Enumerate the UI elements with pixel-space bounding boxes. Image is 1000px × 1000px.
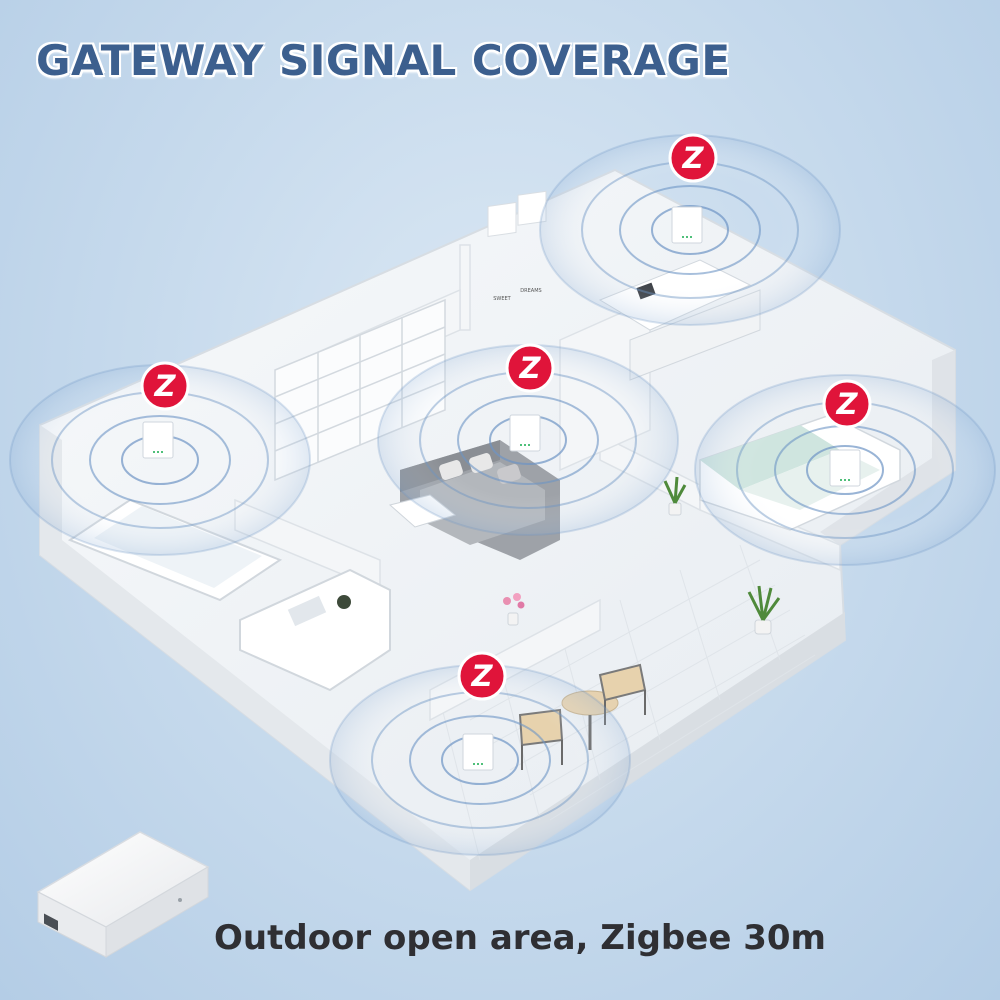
plants bbox=[503, 476, 781, 635]
signal-ring-icon bbox=[619, 185, 761, 275]
page-title: GATEWAY SIGNAL COVERAGE bbox=[36, 36, 731, 85]
wall-art-left-text: SWEET bbox=[493, 296, 511, 302]
zigbee-sensor-study bbox=[671, 206, 703, 244]
zigbee-logo-letter: Z bbox=[518, 351, 541, 385]
zigbee-sensor-dining bbox=[462, 733, 494, 771]
zigbee-logo-letter: Z bbox=[681, 141, 704, 175]
wall-art-right-text: DREAMS bbox=[520, 288, 541, 294]
zigbee-logo-icon: Z bbox=[668, 133, 718, 183]
gateway-device-icon bbox=[36, 831, 210, 958]
signal-ring-icon bbox=[409, 715, 551, 805]
zigbee-sensor-bedroom bbox=[829, 449, 861, 487]
wall-art: SWEET DREAMS bbox=[487, 190, 547, 302]
zigbee-logo-letter: Z bbox=[835, 387, 858, 421]
zigbee-logo-icon: Z bbox=[505, 343, 555, 393]
kitchen-counter bbox=[239, 568, 391, 692]
zigbee-logo-icon: Z bbox=[822, 379, 872, 429]
zigbee-logo-icon: Z bbox=[140, 361, 190, 411]
zigbee-logo-icon: Z bbox=[457, 651, 507, 701]
signal-ring-icon bbox=[651, 205, 729, 255]
zigbee-logo-letter: Z bbox=[470, 659, 493, 693]
signal-ring-icon bbox=[806, 445, 884, 495]
zigbee-sensor-living bbox=[509, 414, 541, 452]
signal-ring-icon bbox=[457, 395, 599, 485]
signal-ring-icon bbox=[89, 415, 231, 505]
coverage-caption: Outdoor open area, Zigbee 30m bbox=[214, 918, 826, 958]
signal-zones: Z Z Z Z Z bbox=[9, 133, 996, 856]
zigbee-sensor-bathroom bbox=[142, 421, 174, 459]
zigbee-logo-letter: Z bbox=[153, 369, 176, 403]
